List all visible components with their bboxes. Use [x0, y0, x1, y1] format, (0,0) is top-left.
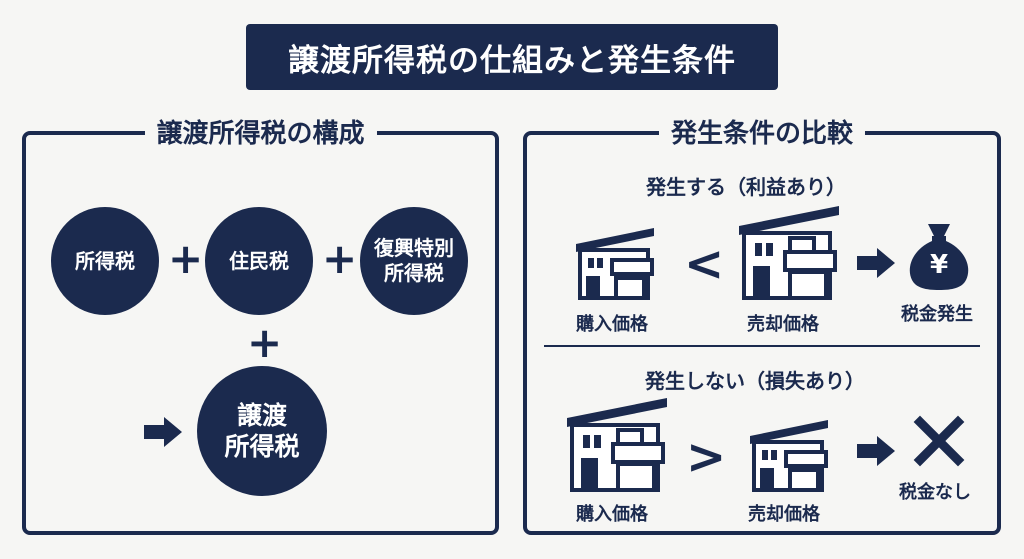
income-tax-label: 所得税: [75, 248, 135, 273]
buy-price-label-profit: 購入価格: [576, 314, 648, 335]
resident-tax-label: 住民税: [229, 248, 289, 273]
tax-occurs-label: 税金発生: [901, 304, 973, 325]
conditions-heading: 発生条件の比較: [658, 113, 866, 150]
composition-heading: 譲渡所得税の構成: [144, 113, 377, 150]
plus-sign-3: +: [247, 318, 283, 367]
money-bag-icon: [909, 224, 969, 290]
plus-sign-2: +: [322, 234, 358, 283]
house-icon-buy-loss: [567, 398, 667, 492]
cross-icon: [913, 415, 965, 467]
reconstruction-tax-label: 復興特別 所得税: [374, 236, 454, 285]
income-tax-circle: 所得税: [51, 207, 159, 315]
capital-gains-tax-circle: 譲渡 所得税: [197, 366, 327, 496]
page-title: 譲渡所得税の仕組みと発生条件: [246, 24, 778, 90]
no-tax-label: 税金なし: [899, 482, 971, 503]
composition-panel: 譲渡所得税の構成: [22, 113, 499, 535]
arrow-right-icon: [144, 417, 182, 447]
house-icon-sell-loss: [750, 420, 828, 492]
case-divider: [544, 345, 980, 347]
greater-than-operator: >: [686, 429, 727, 485]
conditions-panel: 発生条件の比較: [523, 113, 1001, 535]
sell-price-label-profit: 売却価格: [747, 314, 819, 335]
less-than-operator: <: [684, 236, 725, 292]
loss-case-title: 発生しない（損失あり）: [645, 369, 865, 393]
profit-case-title: 発生する（利益あり）: [646, 175, 846, 199]
sell-price-label-loss: 売却価格: [748, 504, 820, 525]
resident-tax-circle: 住民税: [205, 207, 313, 315]
reconstruction-tax-circle: 復興特別 所得税: [360, 207, 468, 315]
house-icon-sell-profit: [739, 206, 839, 300]
yen-symbol: ¥: [929, 250, 949, 280]
arrow-right-icon-profit: [857, 248, 895, 278]
arrow-right-icon-loss: [857, 436, 895, 466]
plus-sign-1: +: [168, 234, 204, 283]
capital-gains-tax-label: 譲渡 所得税: [224, 400, 300, 461]
house-icon-buy-profit: [576, 228, 654, 300]
buy-price-label-loss: 購入価格: [576, 504, 648, 525]
